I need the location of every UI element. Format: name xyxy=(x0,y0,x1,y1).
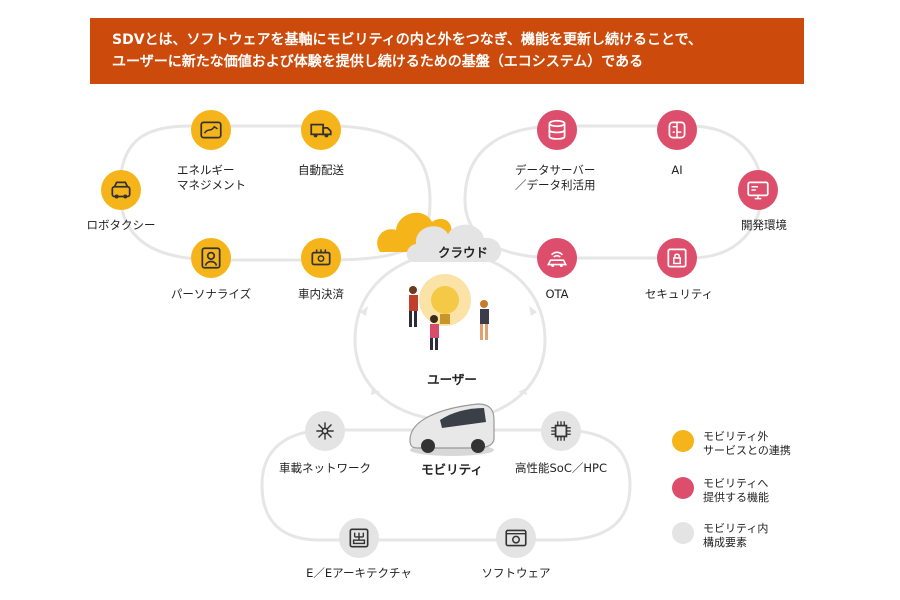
legend-internal-dot xyxy=(672,522,694,544)
software-label: ソフトウェア xyxy=(481,566,551,580)
legend-provided-label: モビリティへ 提供する機能 xyxy=(703,477,769,504)
wireless-car-icon xyxy=(547,251,567,267)
banner-line-1: SDVとは、ソフトウェアを基軸にモビリティの内と外をつなぎ、機能を更新し続けるこ… xyxy=(112,32,703,48)
robotaxi-label: ロボタクシー xyxy=(86,218,156,232)
energy-management-node xyxy=(191,110,231,150)
data-server-node xyxy=(537,110,577,150)
lock-icon xyxy=(667,248,687,268)
cloud-icon xyxy=(377,212,502,262)
map-icon xyxy=(200,121,222,139)
taxi-icon xyxy=(111,181,131,199)
in-vehicle-network-node xyxy=(305,411,345,451)
in-vehicle-network-label: 車載ネットワーク xyxy=(279,461,371,475)
legend-provided-dot xyxy=(672,477,694,499)
software-icon xyxy=(505,529,527,547)
auto-delivery-node xyxy=(301,110,341,150)
ai-label: AI xyxy=(671,163,683,177)
legend-outside-label: モビリティ外 サービスとの連携 xyxy=(703,430,791,457)
robotaxi-node xyxy=(101,170,141,210)
internal-elements-loop xyxy=(260,428,632,542)
legend-internal-label: モビリティ内 構成要素 xyxy=(703,522,769,549)
ee-architecture-label: E／Eアーキテクチャ xyxy=(306,566,412,580)
provided-functions-loop xyxy=(463,124,764,260)
energy-management-label: エネルギー マネジメント xyxy=(177,163,246,192)
dev-environment-node xyxy=(738,170,778,210)
mobility-label: モビリティ xyxy=(421,462,483,477)
monitor-icon xyxy=(747,181,769,200)
security-node xyxy=(657,238,697,278)
banner-line-2: ユーザーに新たな価値および体験を提供し続けるための基盤（エコシステム）である xyxy=(112,54,644,70)
architecture-icon xyxy=(349,528,369,548)
person-icon xyxy=(201,247,221,269)
ota-node xyxy=(537,238,577,278)
car-illustration xyxy=(409,403,495,456)
outside-services-loop xyxy=(118,124,432,262)
auto-delivery-label: 自動配送 xyxy=(298,163,344,177)
software-node xyxy=(496,518,536,558)
brain-icon xyxy=(668,121,686,139)
chip-icon xyxy=(551,421,571,441)
in-car-payment-node xyxy=(301,238,341,278)
personalize-label: パーソナライズ xyxy=(170,287,252,301)
delivery-truck-icon xyxy=(310,123,332,138)
data-server-label: データサーバー ／データ利活用 xyxy=(515,163,596,192)
legend-outside-dot xyxy=(672,430,694,452)
in-car-payment-label: 車内決済 xyxy=(298,287,344,301)
ai-node xyxy=(657,110,697,150)
personalize-node xyxy=(191,238,231,278)
cloud-label: クラウド xyxy=(437,245,489,260)
database-icon xyxy=(548,119,566,140)
ota-label: OTA xyxy=(545,287,569,301)
lightbulb-icon xyxy=(419,274,471,326)
network-icon xyxy=(316,422,334,440)
soc-hpc-node xyxy=(541,411,581,451)
ee-architecture-node xyxy=(339,518,379,558)
users-illustration xyxy=(409,286,489,350)
leaf-ornaments xyxy=(360,306,537,395)
security-label: セキュリティ xyxy=(644,287,714,301)
title-banner: SDVとは、ソフトウェアを基軸にモビリティの内と外をつなぎ、機能を更新し続けるこ… xyxy=(90,18,804,84)
soc-hpc-label: 高性能SoC／HPC xyxy=(515,461,607,475)
dev-environment-label: 開発環境 xyxy=(741,218,787,232)
user-label: ユーザー xyxy=(427,372,477,387)
payment-icon xyxy=(311,249,331,266)
